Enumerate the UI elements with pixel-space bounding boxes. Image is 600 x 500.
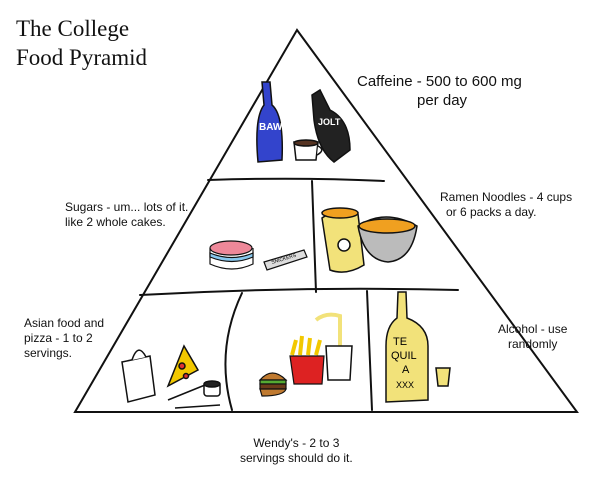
svg-text:JOLT: JOLT — [318, 117, 341, 127]
svg-text:QUIL: QUIL — [391, 350, 417, 362]
tier-divider-top — [207, 177, 385, 182]
coffee-cup-icon — [293, 139, 323, 161]
pizza-slice-icon — [166, 344, 200, 388]
label-line: servings. — [24, 346, 73, 360]
ramen-bowl-icon — [357, 216, 418, 263]
takeout-box-icon — [121, 349, 156, 403]
label-line: Wendy's - 2 to 3 — [253, 436, 340, 450]
label-line: like 2 whole cakes. — [65, 215, 166, 229]
ramen-label: Ramen Noodles - 4 cups or 6 packs a day. — [440, 190, 572, 220]
bawls-bottle-icon: BAW — [256, 81, 284, 163]
sushi-icon — [203, 380, 221, 397]
title-line: The College — [16, 16, 130, 41]
pyramid-outline — [73, 28, 579, 413]
svg-text:TE: TE — [393, 336, 407, 348]
label-line: randomly — [508, 337, 558, 351]
label-line: per day — [417, 92, 468, 109]
label-line: pizza - 1 to 2 — [24, 331, 93, 345]
caffeine-label: Caffeine - 500 to 600 mg per day — [357, 72, 522, 110]
title-line: Food Pyramid — [16, 45, 147, 70]
jolt-bottle-icon: JOLT — [311, 88, 351, 163]
sugars-label: Sugars - um... lots of it. like 2 whole … — [65, 200, 188, 230]
cake-icon — [209, 240, 254, 270]
tier-divider-middle — [139, 287, 459, 296]
label-line: Caffeine - 500 to 600 mg — [357, 73, 522, 90]
label-line: Asian food and — [24, 316, 105, 330]
alcohol-label: Alcohol - use randomly — [498, 322, 567, 352]
svg-text:A: A — [402, 364, 410, 376]
svg-text:BAW: BAW — [259, 122, 283, 133]
svg-text:XXX: XXX — [396, 380, 414, 390]
burger-icon — [258, 372, 288, 397]
label-line: Ramen Noodles - 4 cups — [440, 190, 573, 204]
fries-icon — [289, 335, 325, 385]
chopsticks-icon — [167, 384, 221, 409]
label-line: servings should do it. — [240, 451, 353, 465]
divider-wendys-alcohol — [366, 290, 373, 411]
page-title: The College Food Pyramid — [16, 14, 147, 72]
wendys-label: Wendy's - 2 to 3 servings should do it. — [240, 436, 353, 466]
divider-sugar-ramen — [311, 180, 317, 293]
asian-food-label: Asian food and pizza - 1 to 2 servings. — [24, 316, 104, 361]
tequila-bottle-icon: TE QUIL A XXX — [385, 291, 429, 403]
label-line: Alcohol - use — [498, 322, 568, 336]
shot-glass-icon — [435, 367, 451, 387]
snickers-bar-icon: SNICKERS — [263, 249, 308, 271]
label-line: Sugars - um... lots of it. — [65, 200, 189, 214]
drink-cup-icon — [314, 312, 353, 381]
divider-asian-wendys — [224, 292, 243, 411]
ramen-cup-icon — [321, 207, 365, 273]
label-line: or 6 packs a day. — [446, 205, 537, 219]
